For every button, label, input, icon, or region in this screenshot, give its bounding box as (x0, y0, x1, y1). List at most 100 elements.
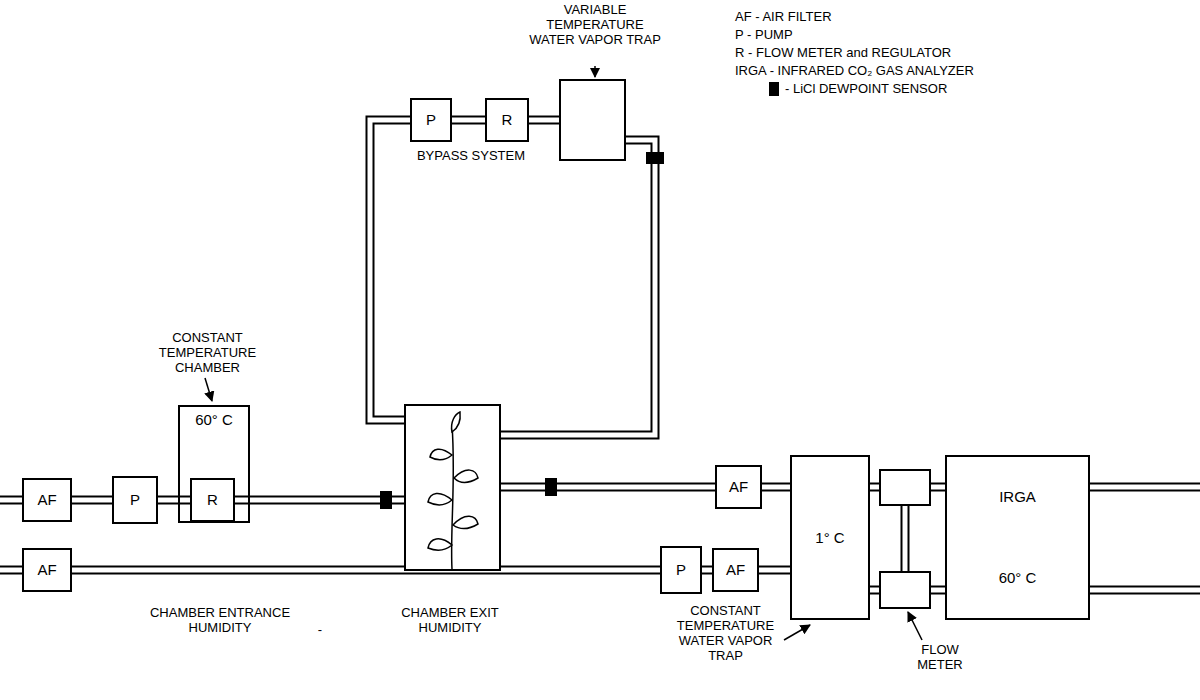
pipe-bore (759, 568, 790, 573)
legend-text: AF - AIR FILTER (735, 8, 832, 26)
pipe-bore (72, 568, 660, 573)
leaf (428, 493, 452, 504)
callout-text: - (312, 622, 328, 637)
legend-row: IRGA - INFRARED CO₂ GAS ANALYZER (735, 62, 974, 80)
leaf (452, 412, 461, 432)
pipe (500, 485, 715, 490)
air-filter: AF (22, 548, 72, 592)
flow-regulator: R (485, 98, 529, 142)
pipe (370, 120, 410, 420)
leaf (428, 539, 452, 550)
legend-swatch (769, 82, 779, 96)
part-label: R (502, 111, 513, 129)
pipe (0, 498, 22, 503)
part-label: AF (37, 491, 56, 509)
part-label: P (426, 111, 436, 129)
legend: AF - AIR FILTERP - PUMPR - FLOW METER an… (735, 8, 974, 98)
pipe-connector (452, 120, 485, 121)
legend-row: P - PUMP (735, 26, 974, 44)
leader-arrow (594, 66, 596, 77)
pipe (1090, 586, 1200, 595)
flow-regulator: R (190, 478, 235, 522)
dewpoint-sensor (380, 491, 392, 509)
pipe (0, 496, 22, 505)
callout-text: CHAMBER ENTRANCE HUMIDITY (140, 605, 300, 635)
pipe (500, 483, 715, 492)
dewpoint-sensor (545, 478, 557, 496)
callout-text: VARIABLE TEMPERATURE WATER VAPOR TRAP (525, 2, 665, 47)
water-vapor-trap (560, 80, 625, 160)
pipe (0, 568, 22, 573)
leaf (454, 470, 478, 482)
pump: P (410, 98, 452, 142)
leader-arrow (908, 612, 922, 640)
callout-text: FLOW METER (900, 642, 980, 672)
pipe-wall (759, 566, 790, 575)
part-label: P (130, 491, 140, 509)
legend-row: AF - AIR FILTER (735, 8, 974, 26)
pipe (1090, 483, 1200, 492)
dewpoint-sensor (646, 152, 664, 164)
pipe-bore (452, 118, 485, 123)
pipe (370, 120, 410, 420)
pipe (529, 116, 560, 125)
legend-text: - LiCl DEWPOINT SENSOR (785, 80, 947, 98)
pipe (500, 140, 655, 435)
pipe-wall (702, 566, 712, 575)
legend-text: R - FLOW METER and REGULATOR (735, 44, 951, 62)
pump: P (660, 546, 702, 594)
leader-lines (205, 66, 922, 640)
pipe (1090, 485, 1200, 490)
callout-text: CONSTANT TEMPERATURE WATER VAPOR TRAP (668, 603, 783, 663)
pipe-wall (72, 496, 112, 505)
flow-meter (880, 572, 930, 608)
pipe-bore (702, 568, 712, 573)
water-vapor-trap: 1° C (790, 455, 870, 620)
legend-text: IRGA - INFRARED CO₂ GAS ANALYZER (735, 62, 974, 80)
air-filter: AF (712, 548, 759, 592)
pipe-bore (762, 485, 790, 490)
pipe (903, 505, 908, 572)
pipe (0, 566, 22, 575)
leaf (430, 449, 452, 460)
pipe (500, 140, 655, 435)
pipe (529, 118, 560, 123)
flow-meter (880, 470, 930, 505)
legend-row: R - FLOW METER and REGULATOR (735, 44, 974, 62)
pipe-bore (72, 498, 112, 503)
pipe (901, 505, 910, 572)
constant-temperature-chamber: 60° C R (178, 405, 250, 523)
pipe-wall (452, 116, 485, 125)
pipe-wall (158, 496, 190, 505)
pipe-wall (762, 483, 790, 492)
part-label: AF (726, 561, 745, 579)
pipe (1090, 588, 1200, 593)
plant-chamber (405, 405, 500, 570)
part-label: P (676, 561, 686, 579)
pipe-bore (158, 498, 190, 503)
pipe (235, 496, 405, 505)
pipe (235, 498, 405, 503)
leaf (453, 516, 478, 528)
pipe-connector (759, 570, 790, 571)
pipe-connector (158, 500, 190, 501)
part-label: IRGA (999, 488, 1036, 506)
pipe-wall (72, 566, 660, 575)
legend-row: - LiCl DEWPOINT SENSOR (735, 80, 974, 98)
legend-text: P - PUMP (735, 26, 793, 44)
air-filter: AF (22, 478, 72, 522)
part-label: R (207, 491, 218, 509)
leader-arrow (205, 378, 212, 401)
part-label: AF (729, 478, 748, 496)
plant-stem (452, 425, 454, 569)
callout-text: CONSTANT TEMPERATURE CHAMBER (145, 330, 270, 375)
part-label: 1° C (815, 529, 844, 547)
part-label: 60° C (999, 569, 1037, 587)
callout-text: BYPASS SYSTEM (416, 148, 526, 163)
leader-arrow (784, 625, 810, 640)
part-label: 60° C (195, 411, 233, 429)
air-filter: AF (715, 465, 762, 509)
pipe-connector (762, 487, 790, 488)
part-label: AF (37, 561, 56, 579)
